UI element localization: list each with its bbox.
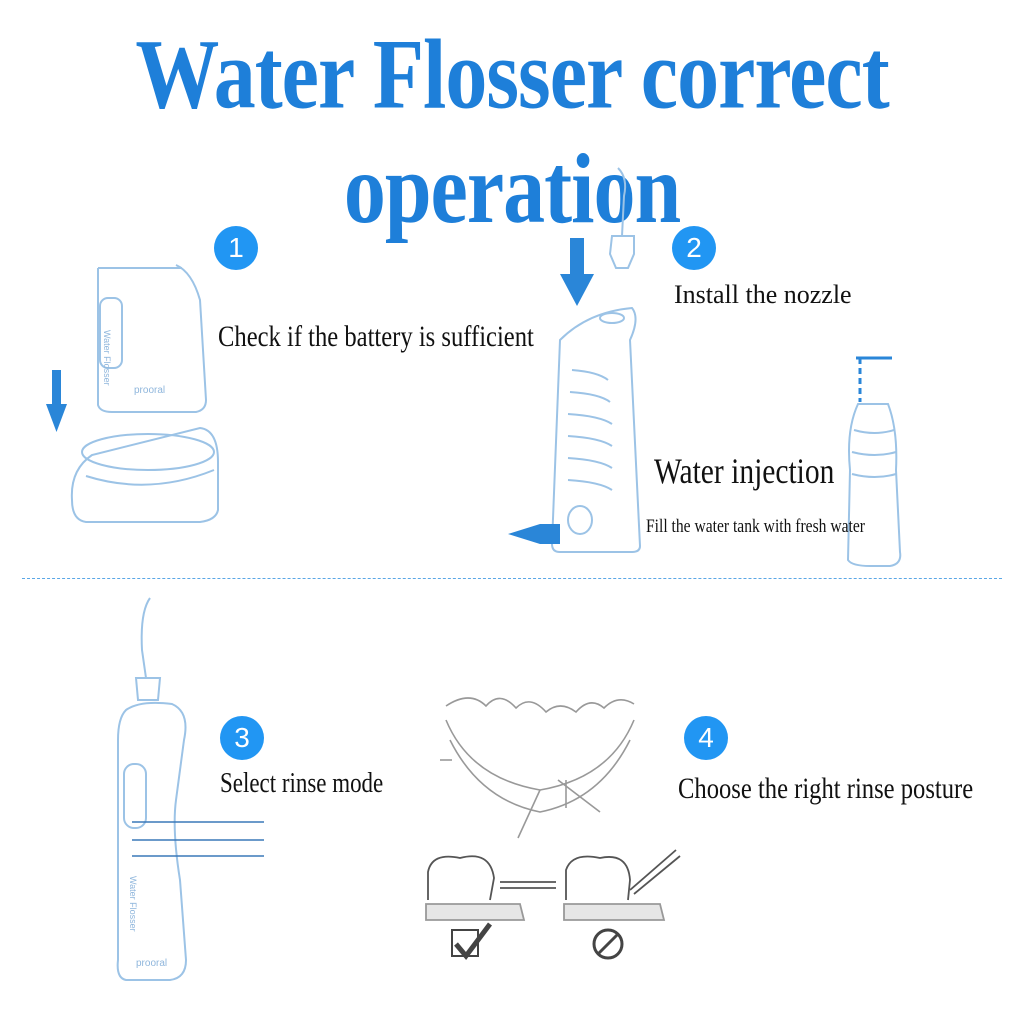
water-injection-heading: Water injection bbox=[654, 451, 835, 491]
down-arrow-icon bbox=[560, 238, 594, 306]
down-arrow-icon bbox=[46, 370, 67, 432]
step-1-label: Check if the battery is sufficient bbox=[218, 320, 534, 353]
step-4-badge: 4 bbox=[684, 716, 728, 760]
step-1-badge: 1 bbox=[214, 226, 258, 270]
correct-posture-illustration bbox=[425, 855, 556, 921]
water-stream-icon bbox=[856, 356, 892, 402]
step-2-label: Install the nozzle bbox=[674, 280, 852, 309]
section-divider bbox=[22, 578, 1002, 579]
mode-pointer-lines bbox=[132, 821, 264, 857]
step-2-badge: 2 bbox=[672, 226, 716, 270]
water-injection-caption: Fill the water tank with fresh water bbox=[646, 516, 865, 537]
teeth-arch-illustration bbox=[440, 697, 635, 839]
step-3-label: Select rinse mode bbox=[220, 768, 384, 799]
device-side-text: Water Flosser bbox=[102, 330, 112, 386]
charging-base-illustration bbox=[70, 426, 219, 523]
device-brand: prooral bbox=[134, 385, 165, 396]
device-side-text: Water Flosser bbox=[128, 876, 138, 932]
water-tank-illustration bbox=[846, 403, 902, 567]
step-3-badge: 3 bbox=[220, 716, 264, 760]
device-brand: prooral bbox=[136, 958, 167, 969]
wrong-posture-illustration bbox=[563, 849, 681, 921]
nozzle-illustration bbox=[608, 167, 635, 269]
check-icon bbox=[451, 922, 492, 961]
flosser-handle-illustration: Water Flosser prooral bbox=[97, 264, 208, 413]
right-arrow-icon bbox=[508, 524, 560, 544]
prohibited-icon bbox=[592, 928, 624, 960]
step-4-label: Choose the right rinse posture bbox=[678, 772, 974, 805]
flosser-tank-illustration bbox=[550, 306, 642, 553]
flosser-full-illustration: Water Flosser prooral bbox=[116, 597, 188, 981]
